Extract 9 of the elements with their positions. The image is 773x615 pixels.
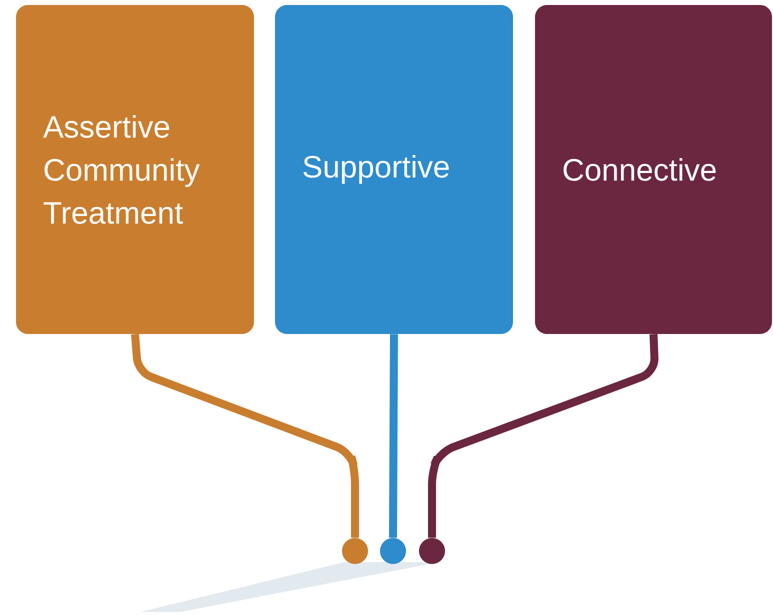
text-box: Assertive Community Treatment xyxy=(16,5,254,334)
text-box: Connective xyxy=(535,5,772,334)
connector-line xyxy=(428,334,658,538)
dot xyxy=(419,538,445,564)
dot xyxy=(342,538,368,564)
connector-line xyxy=(131,334,359,538)
dot xyxy=(380,538,406,564)
text-box: Supportive xyxy=(275,5,513,334)
connector-line xyxy=(389,334,398,538)
